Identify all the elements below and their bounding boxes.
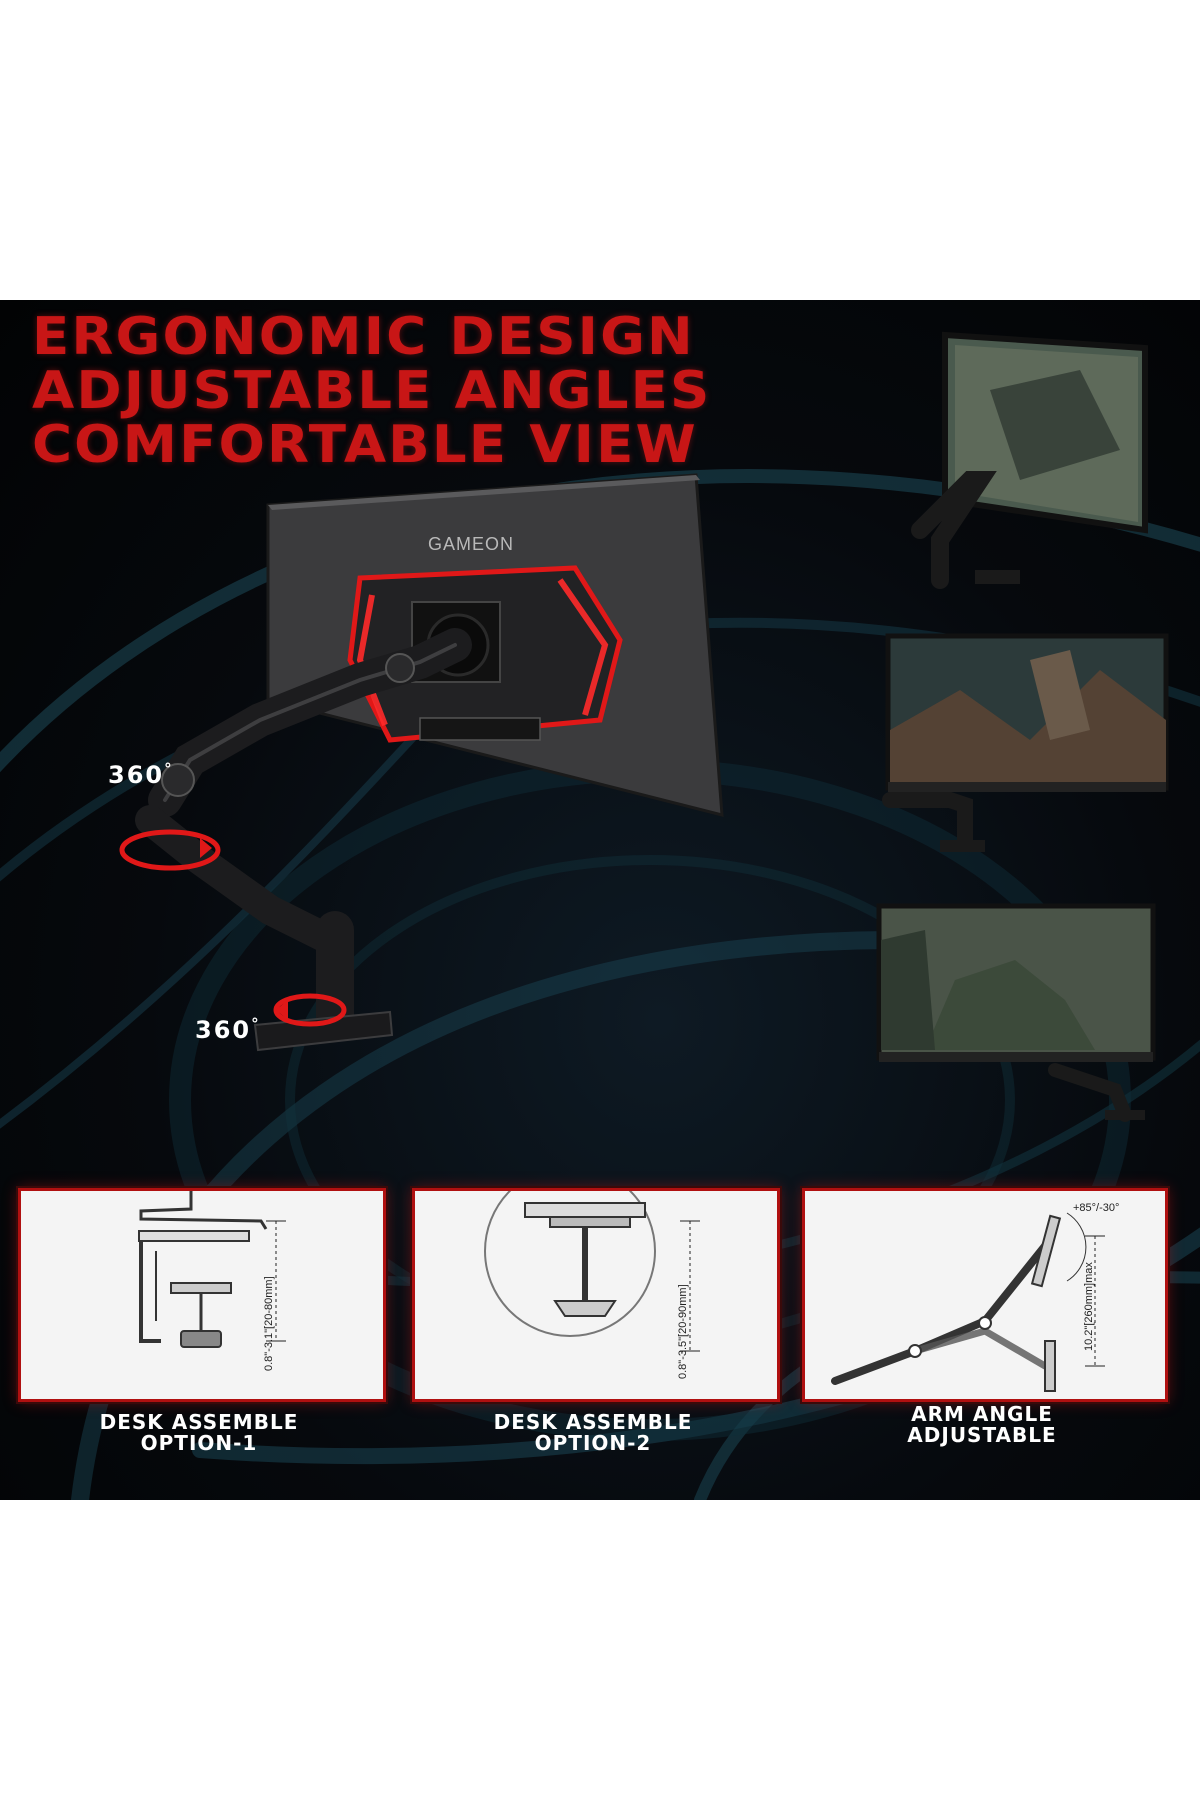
dimension-label: 0.8"-3.5"[20-90mm] [677, 1284, 689, 1379]
caption-line-1: DESK ASSEMBLE [99, 1410, 299, 1434]
panel-desk-option-1: 0.8"-3.1"[20-80mm] [18, 1188, 386, 1402]
caption-line-2: OPTION-2 [534, 1431, 652, 1455]
product-banner: ERGONOMIC DESIGN ADJUSTABLE ANGLES COMFO… [0, 300, 1200, 1500]
caption-line-2: OPTION-1 [140, 1431, 258, 1455]
degree-symbol: ° [251, 1015, 261, 1033]
headline-line-2: ADJUSTABLE ANGLES [32, 361, 712, 421]
lower-arm [135, 805, 345, 955]
degree-symbol: ° [164, 760, 174, 778]
desk-clamp-base [253, 1010, 394, 1052]
thumb-mid [882, 633, 1169, 852]
monitor-brand-logo: GAMEON [428, 534, 515, 554]
swivel-bottom-value: 360 [195, 1016, 252, 1044]
dimension-label: 0.8"-3.1"[20-80mm] [263, 1276, 275, 1371]
headline-line-1: ERGONOMIC DESIGN [32, 307, 695, 367]
caption-arm-angle: ARM ANGLE ADJUSTABLE [802, 1404, 1162, 1446]
clamp-diagram: 0.8"-3.1"[20-80mm] [138, 1191, 286, 1371]
headline-line-3: COMFORTABLE VIEW [32, 415, 698, 475]
grommet-diagram: 0.8"-3.5"[20-90mm] [484, 1191, 700, 1379]
arm-angle-diagram: +85°/-30° 10.2"[260mm]max [831, 1202, 1119, 1392]
caption-line-1: ARM ANGLE [911, 1402, 1053, 1426]
tilt-label: +85°/-30° [1073, 1202, 1119, 1214]
swivel-label-top: 360° [108, 760, 174, 789]
panel-desk-option-2: 0.8"-3.5"[20-90mm] [412, 1188, 780, 1402]
caption-line-1: DESK ASSEMBLE [493, 1410, 693, 1434]
swivel-arrow-top [119, 829, 221, 871]
dimension-label: 10.2"[260mm]max [1083, 1262, 1095, 1351]
swivel-label-bottom: 360° [195, 1015, 261, 1044]
headline: ERGONOMIC DESIGN ADJUSTABLE ANGLES COMFO… [32, 310, 709, 472]
panel-arm-angle: +85°/-30° 10.2"[260mm]max [802, 1188, 1168, 1402]
caption-line-2: ADJUSTABLE [907, 1423, 1057, 1447]
main-monitor-arm [119, 473, 724, 1052]
thumb-low [876, 903, 1156, 1122]
caption-desk-option-1: DESK ASSEMBLE OPTION-1 [18, 1412, 380, 1454]
thumb-rotated [911, 331, 1148, 589]
swivel-top-value: 360 [108, 761, 165, 789]
caption-desk-option-2: DESK ASSEMBLE OPTION-2 [412, 1412, 774, 1454]
